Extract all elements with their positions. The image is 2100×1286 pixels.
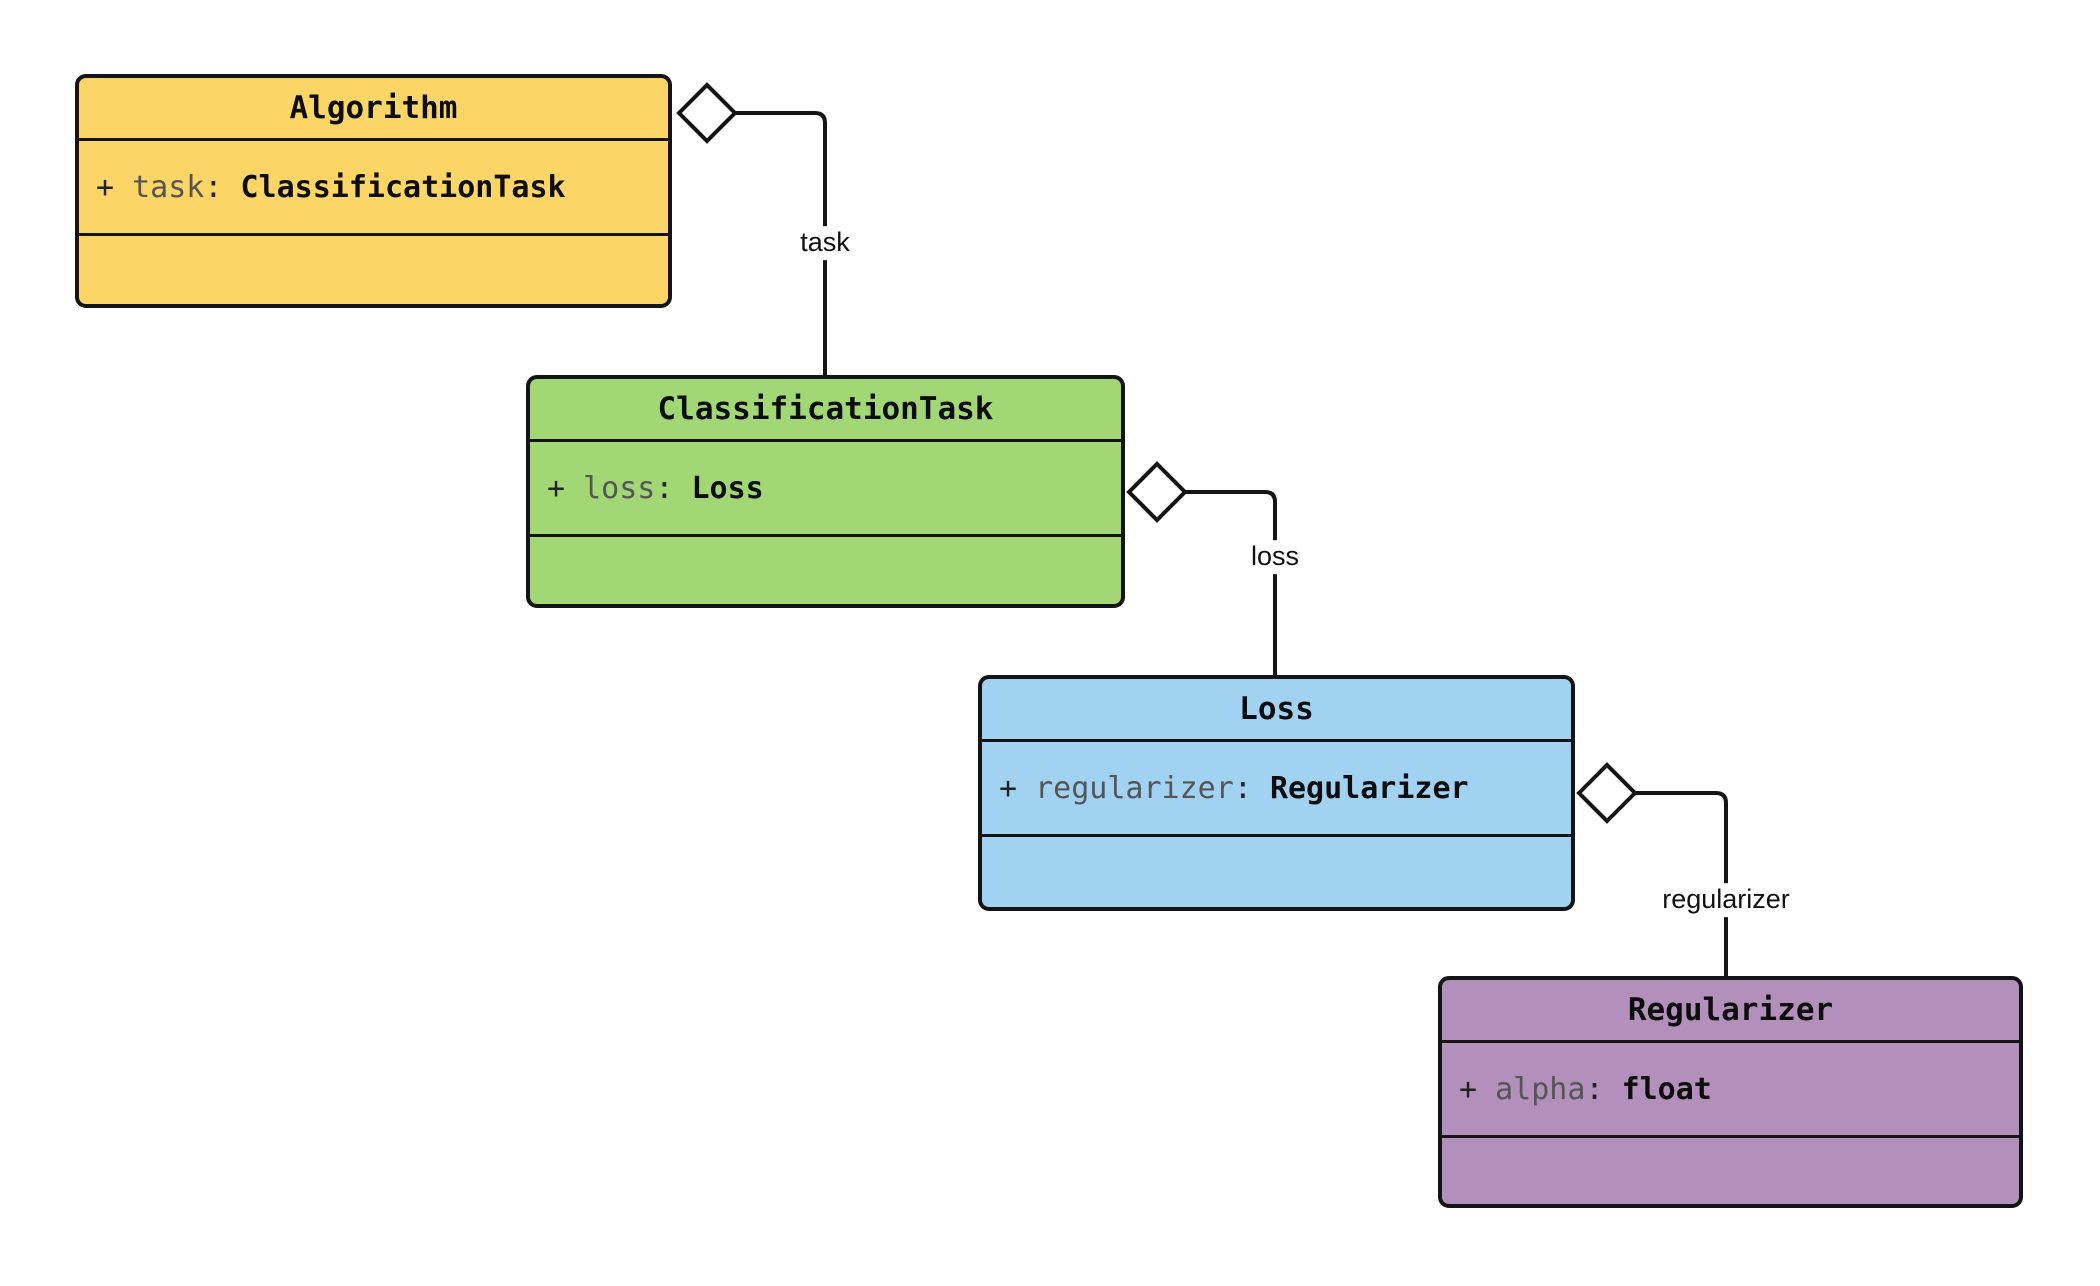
attribute-type: Regularizer xyxy=(1269,770,1469,806)
class-methods-section-empty xyxy=(530,537,1121,604)
class-node-algorithm: Algorithm + task: ClassificationTask xyxy=(75,74,672,308)
attribute-visibility: + xyxy=(999,770,1036,806)
attribute-type: ClassificationTask xyxy=(240,169,566,205)
edge-label-task: task xyxy=(793,226,857,260)
class-attribute: + regularizer: Regularizer xyxy=(982,742,1571,837)
aggregation-diamond-icon xyxy=(676,82,738,144)
class-attribute: + loss: Loss xyxy=(530,442,1121,537)
attribute-name: regularizer xyxy=(1035,770,1234,806)
attribute-separator: : xyxy=(655,470,692,506)
attribute-type: float xyxy=(1621,1071,1712,1107)
class-methods-section-empty xyxy=(982,837,1571,907)
class-node-classificationtask: ClassificationTask + loss: Loss xyxy=(526,375,1125,608)
attribute-visibility: + xyxy=(96,169,133,205)
edge-label-loss: loss xyxy=(1243,540,1307,574)
attribute-name: alpha xyxy=(1495,1071,1586,1107)
class-methods-section-empty xyxy=(1442,1138,2019,1204)
class-title: Loss xyxy=(982,679,1571,742)
aggregation-edge-task xyxy=(735,111,827,375)
class-title: Algorithm xyxy=(79,78,668,141)
aggregation-edge-regularizer xyxy=(1635,791,1728,976)
attribute-separator: : xyxy=(204,169,241,205)
class-attribute: + alpha: float xyxy=(1442,1043,2019,1138)
class-node-regularizer: Regularizer + alpha: float xyxy=(1438,976,2023,1208)
attribute-visibility: + xyxy=(1459,1071,1496,1107)
class-title: ClassificationTask xyxy=(530,379,1121,442)
attribute-type: Loss xyxy=(691,470,764,506)
attribute-name: loss xyxy=(583,470,656,506)
class-title: Regularizer xyxy=(1442,980,2019,1043)
attribute-visibility: + xyxy=(547,470,584,506)
attribute-separator: : xyxy=(1233,770,1270,806)
aggregation-edge-loss xyxy=(1185,490,1277,675)
attribute-separator: : xyxy=(1585,1071,1622,1107)
class-node-loss: Loss + regularizer: Regularizer xyxy=(978,675,1575,911)
edge-label-regularizer: regularizer xyxy=(1655,883,1797,917)
aggregation-diamond-icon xyxy=(1576,762,1638,824)
class-attribute: + task: ClassificationTask xyxy=(79,141,668,236)
aggregation-diamond-icon xyxy=(1126,461,1188,523)
class-methods-section-empty xyxy=(79,236,668,304)
attribute-name: task xyxy=(132,169,205,205)
